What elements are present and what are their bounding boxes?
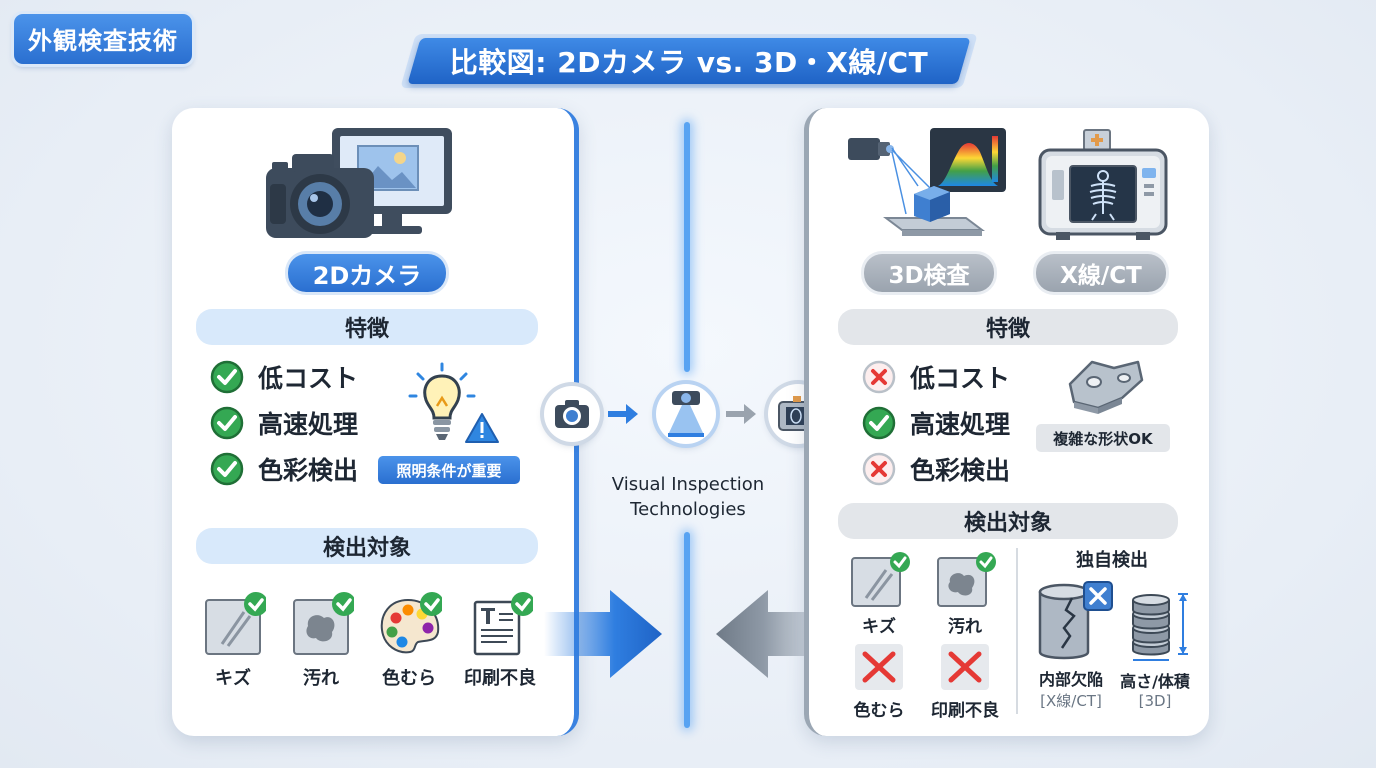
3d-scanner-icon (848, 128, 1006, 236)
target-label: 汚れ (948, 617, 982, 637)
document-text-icon (473, 592, 533, 656)
divider (1016, 548, 1018, 714)
targets-header-2d: 検出対象 (196, 528, 538, 564)
center-divider-bottom (684, 532, 690, 728)
complex-shape-icon (1068, 360, 1144, 414)
check-circle-icon (210, 452, 244, 486)
feature-label: 低コスト (910, 364, 1011, 393)
center-caption-line1: Visual Inspection (611, 474, 765, 495)
target-item-scratch: キズ (196, 592, 270, 690)
target-label: 印刷不良 (931, 701, 999, 721)
tech-label-3d: 3D検査 (864, 254, 994, 292)
unique-label: 内部欠陥 (1038, 670, 1103, 689)
target-label: 印刷不良 (464, 668, 536, 689)
cross-circle-icon (862, 452, 896, 486)
note-2d: 照明条件が重要 (378, 456, 520, 484)
targets-header-3d: 検出対象 (838, 503, 1178, 539)
feature-item: 色彩検出 (210, 451, 358, 487)
note-3d: 複雑な形状OK (1036, 424, 1170, 452)
target-label: 色むら (853, 701, 905, 721)
inspection-camera-icon (668, 391, 704, 437)
target-label: キズ (215, 668, 251, 689)
unique-sub: [X線/CT] (1040, 692, 1102, 710)
feature-label: 低コスト (258, 364, 359, 393)
check-circle-icon (210, 406, 244, 440)
xray-machine-icon (1038, 129, 1168, 240)
center-divider-top (684, 122, 690, 372)
features-list-3d: 低コスト 高速処理 色彩検出 (862, 359, 1010, 487)
check-circle-icon (862, 406, 896, 440)
stacked-layers-icon (1132, 593, 1188, 661)
camera-icon (555, 400, 589, 428)
unique-header: 独自検出 (1076, 550, 1148, 571)
scratch-icon (205, 592, 266, 655)
arrow-right-icon (544, 590, 662, 678)
stain-icon (293, 592, 354, 655)
feature-label: 高速処理 (910, 410, 1011, 439)
flow-arrow-gray-icon (726, 404, 756, 424)
target-item-print-defect: 印刷不良 (456, 592, 544, 690)
unique-sub: [3D] (1138, 692, 1172, 710)
tech-label-2d: 2Dカメラ (288, 254, 446, 292)
center-caption-line2: Technologies (630, 499, 746, 520)
cross-box-icon (855, 644, 903, 690)
feature-label: 高速処理 (258, 410, 359, 439)
target-item-color-unevenness: 色むら (372, 592, 446, 690)
unique-label: 高さ/体積 (1120, 672, 1190, 691)
target-item-stain: 汚れ (284, 592, 358, 690)
target-label: キズ (862, 617, 896, 637)
flow-node-2d (544, 386, 600, 442)
cross-box-icon (941, 644, 989, 690)
feature-label: 色彩検出 (258, 456, 359, 485)
check-circle-icon (210, 360, 244, 394)
feature-item: 高速処理 (210, 405, 358, 441)
tech-label-xray: X線/CT (1036, 254, 1166, 292)
page-title: 比較図: 2Dカメラ vs. 3D・X線/CT (449, 46, 929, 79)
internal-defect-icon (1038, 581, 1113, 660)
target-label: 色むら (382, 668, 436, 689)
feature-item: 低コスト (862, 359, 1010, 395)
flow-node-center (656, 384, 716, 444)
features-list-2d: 低コスト 高速処理 色彩検出 (210, 359, 358, 487)
features-header-3d: 特徴 (838, 309, 1178, 345)
feature-item: 色彩検出 (862, 451, 1010, 487)
target-item-scratch: キズ (846, 552, 912, 637)
feature-label: 色彩検出 (910, 456, 1011, 485)
target-label: 汚れ (303, 668, 339, 689)
scratch-icon (851, 552, 910, 607)
palette-icon (380, 592, 442, 654)
stain-icon (937, 552, 996, 607)
feature-item: 低コスト (210, 359, 358, 395)
section-tag: 外観検査技術 (14, 14, 192, 64)
title-banner: 比較図: 2Dカメラ vs. 3D・X線/CT (400, 34, 978, 88)
target-item-print-defect: 印刷不良 (922, 642, 1008, 721)
unique-item-height-volume: 高さ/体積 [3D] (1112, 580, 1198, 710)
cross-circle-icon (862, 360, 896, 394)
center-caption: Visual Inspection Technologies (596, 472, 780, 522)
target-item-color-unevenness: 色むら (840, 642, 918, 721)
unique-item-internal-defect: 内部欠陥 [X線/CT] (1026, 578, 1116, 711)
lightbulb-warning-icon (408, 362, 499, 443)
flow-arrow-blue-icon (608, 404, 638, 424)
target-item-stain: 汚れ (932, 552, 998, 637)
feature-item: 高速処理 (862, 405, 1010, 441)
features-header-2d: 特徴 (196, 309, 538, 345)
camera-monitor-icon (266, 128, 452, 238)
